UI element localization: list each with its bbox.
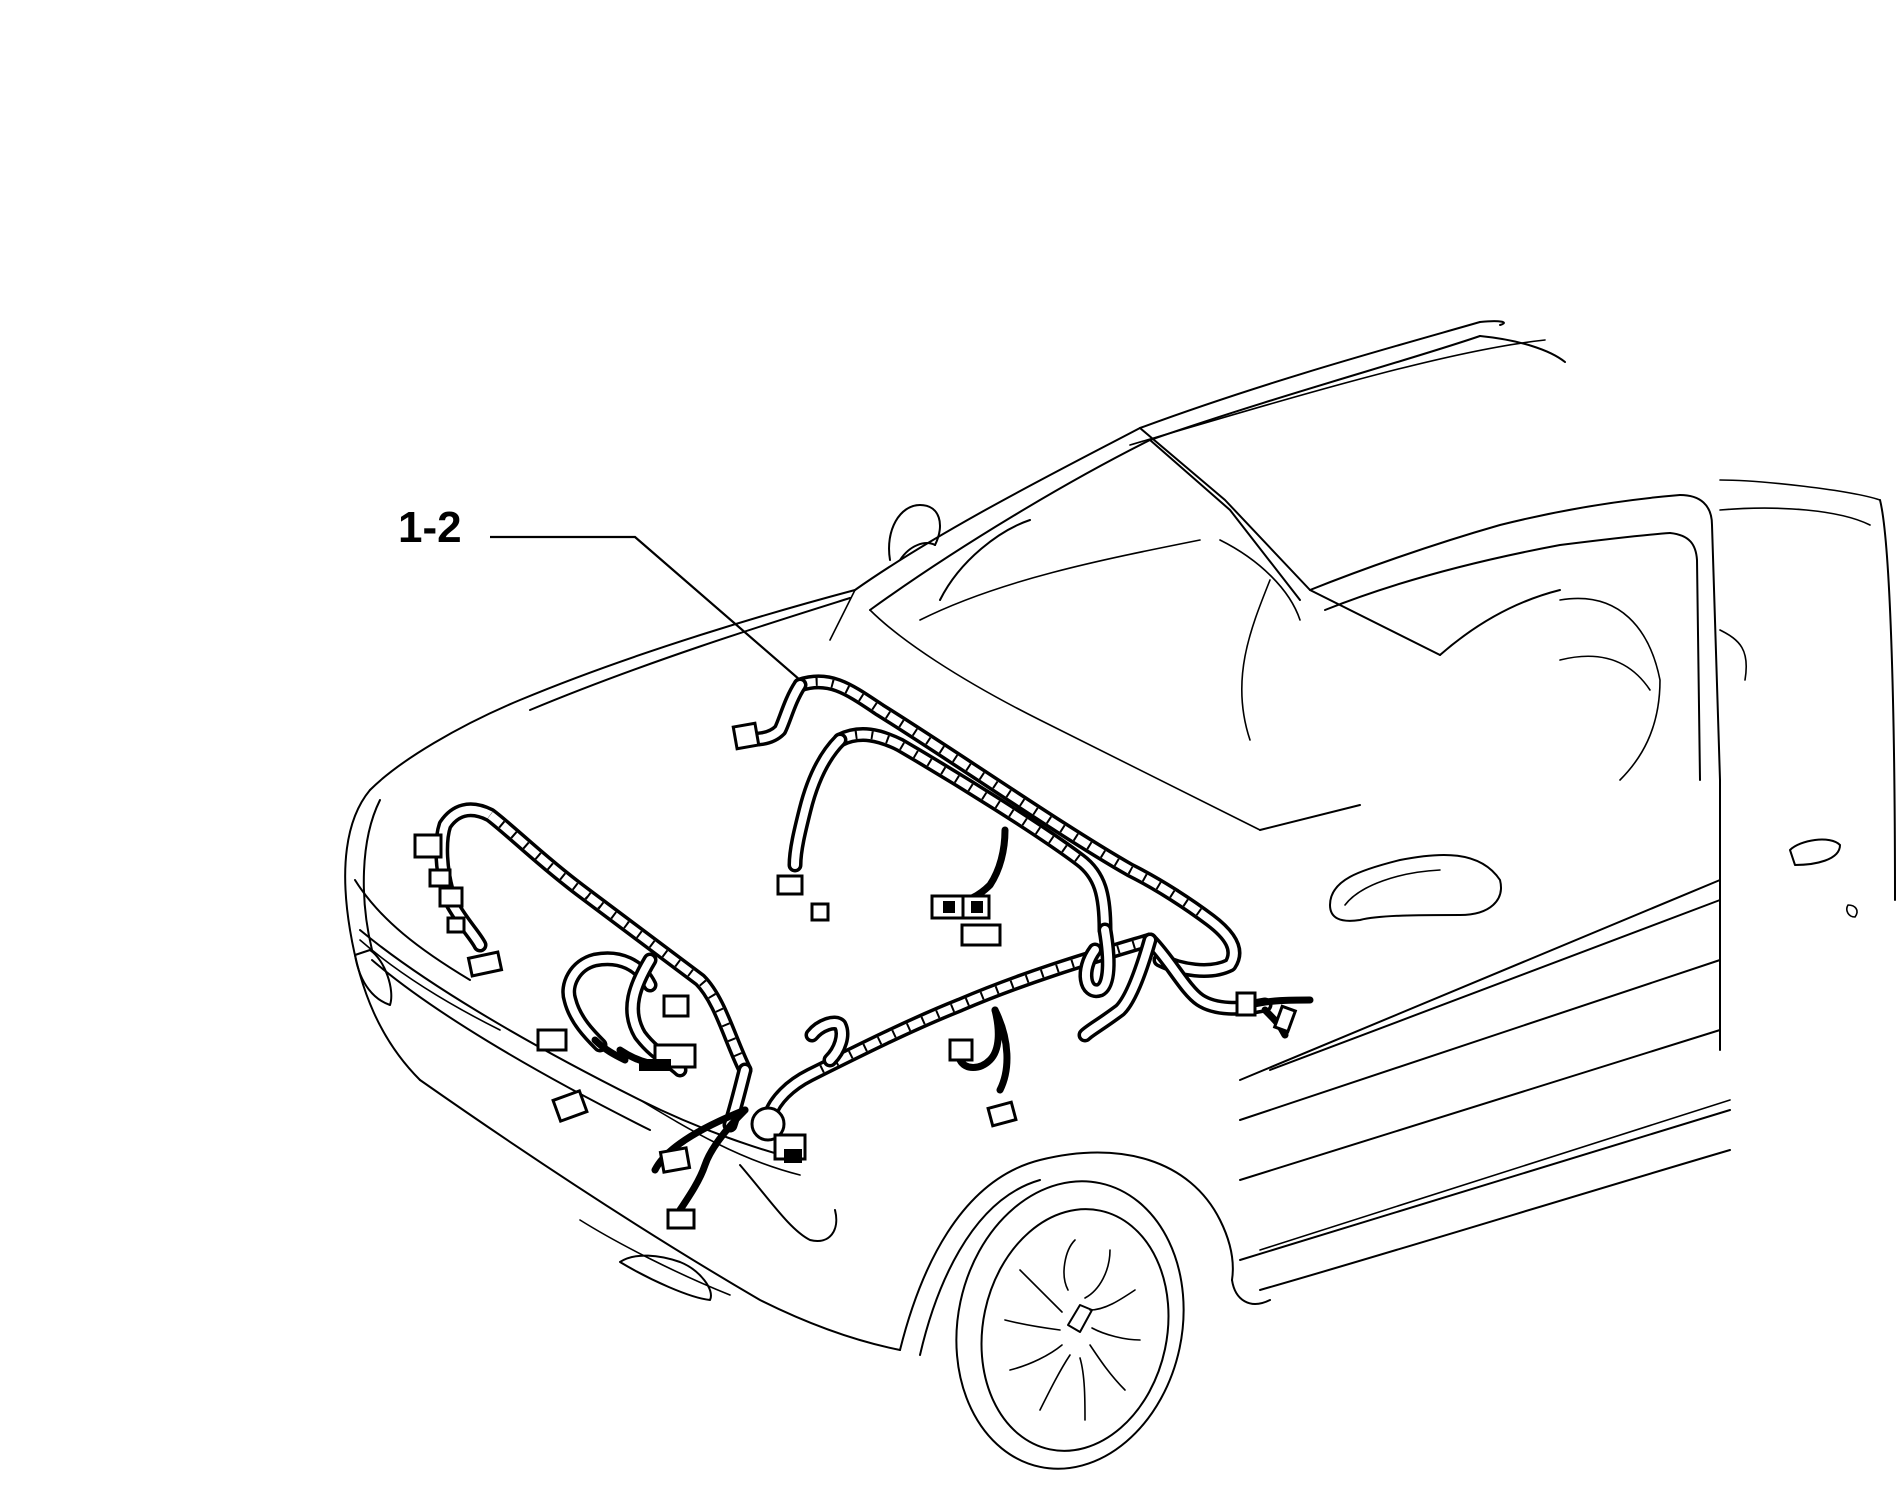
windshield xyxy=(854,427,1441,741)
connector xyxy=(413,833,443,859)
connector xyxy=(428,868,452,888)
connector xyxy=(666,1208,696,1230)
connector xyxy=(639,1059,671,1071)
callout-leader xyxy=(490,535,801,681)
connector xyxy=(784,1149,802,1163)
connector xyxy=(662,994,690,1018)
connector xyxy=(776,874,804,896)
connector xyxy=(971,901,983,913)
connector xyxy=(1272,1004,1298,1034)
connector xyxy=(943,901,955,913)
front-wheel xyxy=(955,1180,1185,1470)
car-roof xyxy=(1129,320,1566,446)
front-bumper xyxy=(344,789,901,1351)
connector xyxy=(750,1106,786,1142)
connector xyxy=(960,923,1002,947)
connector xyxy=(536,1028,568,1052)
front-fender xyxy=(899,1151,1271,1356)
hood xyxy=(369,589,1361,831)
connector xyxy=(986,1100,1018,1128)
connector xyxy=(551,1088,589,1124)
connector xyxy=(466,950,504,978)
left-mirror xyxy=(888,504,941,561)
door-mirror xyxy=(1329,853,1502,922)
connector xyxy=(1235,991,1257,1017)
connector xyxy=(948,1038,974,1062)
connector xyxy=(810,902,830,922)
connector xyxy=(438,886,464,908)
connector xyxy=(731,721,761,751)
wiring-harness xyxy=(413,674,1314,1230)
front-door xyxy=(1239,479,1896,1291)
connector xyxy=(658,1146,692,1174)
connector xyxy=(446,916,466,934)
callout-label: 1-2 xyxy=(398,503,462,552)
